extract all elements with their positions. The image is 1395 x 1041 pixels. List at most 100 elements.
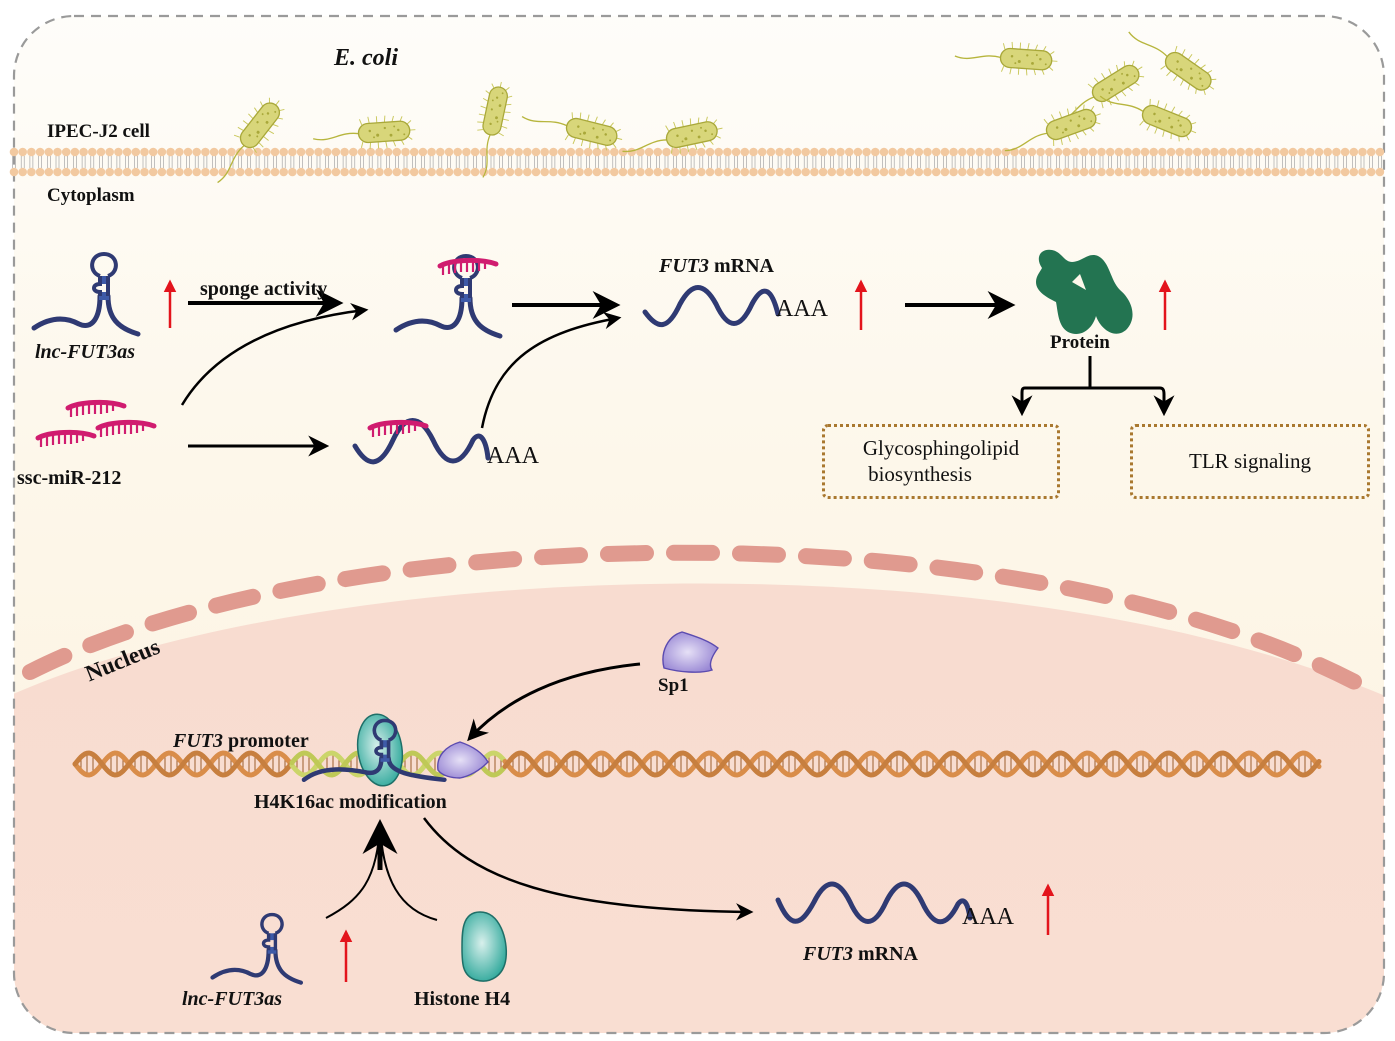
lipid-head: [1036, 167, 1045, 177]
lipid-head: [1071, 167, 1080, 177]
lipid-tail: [856, 156, 860, 168]
lipid-tail: [299, 156, 303, 168]
lipid-head: [183, 167, 193, 177]
lipid-head: [305, 167, 315, 177]
lipid-head: [1079, 167, 1089, 177]
lipid-head: [201, 167, 210, 177]
lipid-head: [1053, 147, 1063, 157]
lipid-head: [931, 147, 941, 157]
lipid-tail: [334, 156, 338, 168]
lipid-tail: [734, 156, 738, 168]
lipid-head: [383, 147, 393, 157]
lipid-head: [871, 147, 880, 157]
lipid-head: [479, 147, 489, 157]
lipid-head: [958, 167, 967, 177]
lipid-head: [9, 167, 19, 177]
lipid-head: [175, 167, 184, 177]
lipid-head: [53, 147, 62, 157]
lipid-head: [992, 167, 1002, 177]
fut3-mrna-label: FUT3 mRNA: [659, 256, 774, 276]
lipid-head: [636, 147, 645, 157]
lipid-head: [688, 147, 697, 157]
ssc-mir-212-label: ssc-miR-212: [17, 467, 122, 489]
lipid-head: [401, 147, 410, 157]
lipid-tail: [377, 156, 382, 168]
lipid-tail: [1073, 156, 1078, 168]
lipid-tail: [786, 156, 791, 168]
lipid-head: [488, 147, 497, 157]
lipid-tail: [20, 156, 25, 168]
lipid-tail: [386, 156, 390, 168]
lipid-head: [992, 147, 1002, 157]
lipid-head: [1158, 167, 1167, 177]
cytoplasm-label: Cytoplasm: [47, 185, 135, 206]
lipid-tail: [1369, 156, 1373, 168]
lipid-tail: [1178, 156, 1182, 168]
histone-h4-label: Histone H4: [414, 988, 511, 1010]
lipid-head: [235, 167, 245, 177]
lipid-head: [1158, 147, 1167, 157]
lipid-head: [70, 147, 80, 157]
lipid-tail: [1143, 156, 1147, 168]
lipid-head: [1210, 167, 1219, 177]
lipid-tail: [577, 156, 582, 168]
lipid-head: [984, 147, 993, 157]
lipid-tail: [638, 156, 643, 168]
lipid-head: [270, 167, 280, 177]
lipid-head: [723, 167, 732, 177]
lipid-head: [1071, 147, 1080, 157]
lipid-tail: [1160, 156, 1165, 168]
lipid-head: [749, 147, 758, 157]
fut3-mrna-nucleus-label: FUT3 mRNA: [803, 944, 918, 964]
lipid-head: [627, 167, 636, 177]
lipid-tail: [1212, 156, 1217, 168]
lipid-tail: [29, 156, 34, 168]
lipid-head: [575, 147, 584, 157]
lipid-head: [531, 167, 541, 177]
lipid-tail: [516, 156, 521, 168]
lipid-head: [201, 147, 210, 157]
lipid-head: [1045, 167, 1054, 177]
lipid-head: [235, 147, 245, 157]
lipid-head: [288, 167, 297, 177]
lipid-tail: [690, 156, 695, 168]
lipid-head: [35, 147, 45, 157]
lipid-head: [601, 147, 610, 157]
lipid-tail: [1256, 156, 1260, 168]
lipid-head: [697, 147, 706, 157]
lipid-head: [1201, 167, 1211, 177]
lipid-tail: [395, 156, 399, 168]
lipid-head: [1114, 167, 1124, 177]
transcription-arrow: [422, 817, 754, 921]
lnc-fut3as-nucleus-label: lnc-FUT3as: [182, 988, 282, 1010]
lipid-tail: [81, 156, 86, 168]
lipid-tail: [1352, 156, 1356, 168]
lipid-tail: [716, 156, 721, 168]
lipid-head: [157, 167, 167, 177]
lipid-head: [1149, 147, 1158, 157]
promoter-text: promoter: [223, 730, 309, 752]
e-coli-label: E. coli: [334, 45, 398, 71]
lipid-tail: [308, 156, 312, 168]
lipid-tail: [917, 156, 921, 168]
lipid-head: [1340, 167, 1350, 177]
lipid-head: [1001, 147, 1011, 157]
lipid-head: [375, 167, 384, 177]
lipid-head: [949, 167, 958, 177]
lipid-tail: [595, 156, 599, 168]
lipid-head: [1358, 167, 1367, 177]
lipid-head: [871, 167, 880, 177]
lipid-tail: [1221, 156, 1226, 168]
lipid-head: [392, 147, 402, 157]
lipid-head: [349, 147, 358, 157]
lipid-head: [427, 147, 436, 157]
poly-a-tail-bound: AAA: [487, 443, 539, 469]
lipid-head: [218, 167, 228, 177]
lipid-head: [827, 167, 837, 177]
lipid-head: [1036, 147, 1045, 157]
lipid-tail: [1343, 156, 1347, 168]
lipid-head: [618, 167, 628, 177]
lipid-tail: [743, 156, 747, 168]
lipid-tail: [769, 156, 773, 168]
lipid-head: [566, 147, 576, 157]
